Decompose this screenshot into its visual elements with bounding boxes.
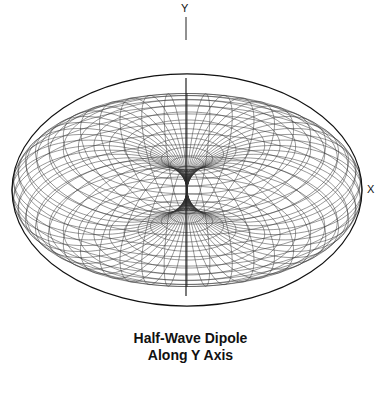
mesh-line [120,169,187,282]
mesh-line [81,106,188,214]
pattern-outline [12,74,362,306]
axis-line [186,17,187,40]
mesh-line [25,158,187,252]
mesh-line [25,129,187,223]
axis-line [185,78,186,296]
axis-label: Y [181,2,188,14]
mesh-line [14,150,188,240]
wireframe-mesh [12,74,362,306]
mesh-line [187,140,361,230]
mesh-line [49,167,325,287]
mesh-line [187,102,275,213]
mesh-line [187,145,362,234]
mesh-line [35,161,187,258]
mesh-line [164,170,187,287]
caption: Half-Wave Dipole Along Y Axis [116,330,266,364]
mesh-line [187,167,294,275]
axis-label-holder: Y [181,2,188,14]
axis-label: X [367,183,374,195]
mesh-line [100,168,188,279]
mesh-line [187,165,311,269]
mesh-line [14,140,188,230]
mesh-line [187,134,356,225]
mesh-line [187,94,210,211]
mesh-line [187,129,349,223]
mesh-line [48,163,187,263]
mesh-line [187,170,210,287]
axis-label-holder: X [367,183,374,195]
mesh-line [12,145,187,234]
mesh-line [18,154,187,245]
mesh-line [187,163,326,263]
mesh-line [164,94,187,211]
caption-holder: Half-Wave Dipole Along Y Axis [0,330,381,364]
mesh-line [187,158,349,252]
mesh-line [187,150,361,240]
